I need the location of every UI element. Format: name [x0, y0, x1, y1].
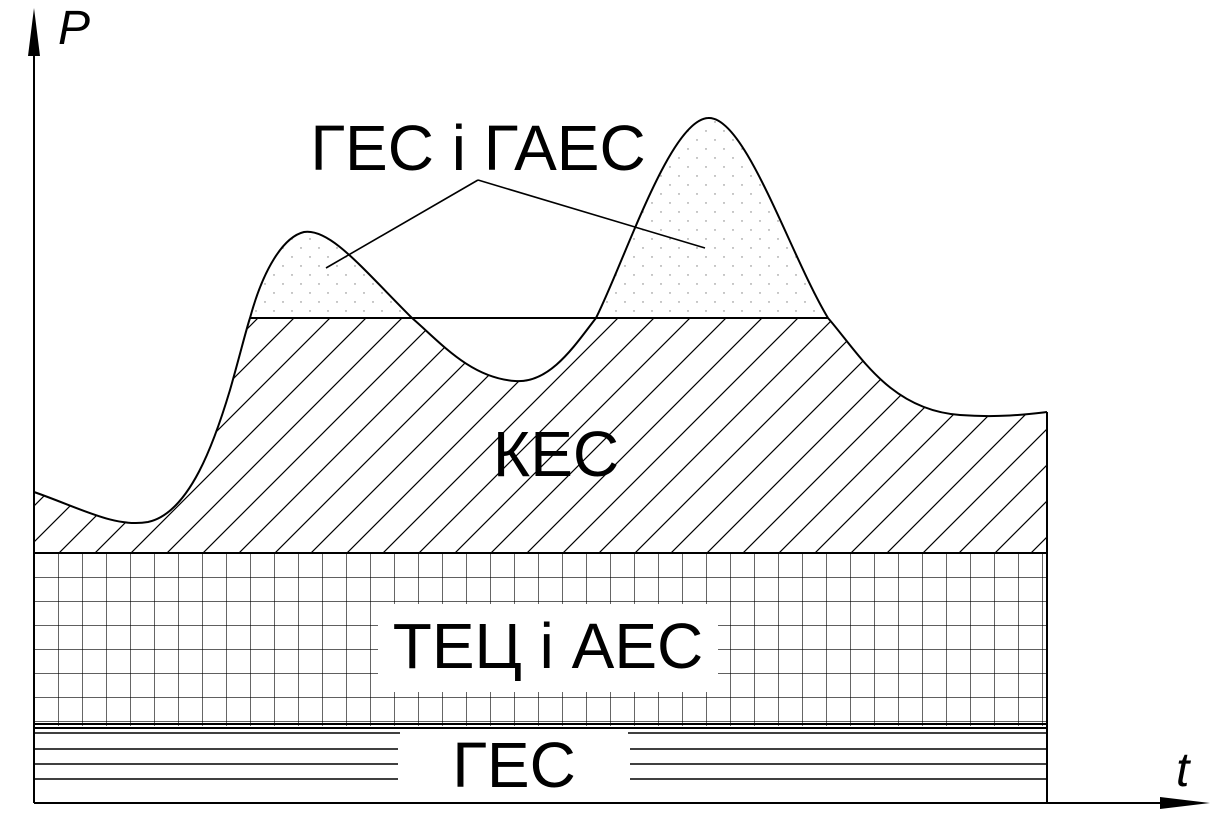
base-label-bg — [378, 604, 718, 692]
x-axis-label: t — [1176, 744, 1191, 797]
base-zone-label: ТЕЦ і АЕС — [393, 610, 704, 682]
load-curve — [33, 116, 1048, 524]
bottom-zone-label: ГЕС — [452, 729, 576, 801]
bottom-label-bg — [400, 730, 628, 800]
peak-zone-label: ГЕС і ГАЕС — [310, 112, 645, 184]
y-axis-arrow — [28, 8, 40, 56]
peak-zone-1 — [250, 231, 412, 318]
peak-leader-lines — [325, 179, 706, 269]
y-axis-label: P — [58, 2, 90, 55]
x-axis-arrow — [1160, 797, 1210, 809]
peak-zone-2 — [596, 117, 828, 318]
middle-zone — [34, 318, 1047, 553]
middle-zone-label: КЕС — [493, 418, 619, 490]
